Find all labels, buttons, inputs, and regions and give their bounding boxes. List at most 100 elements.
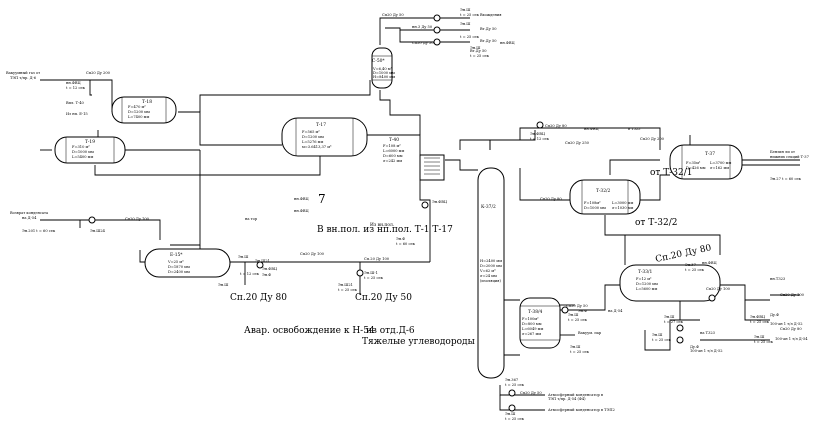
- lbl-b-n6: на Д-54: [608, 309, 623, 313]
- lbl-bot-n3: Сп20 Ду 50: [520, 391, 542, 395]
- lbl-k-n5: Сп20 Ду 80: [540, 197, 562, 201]
- t33-p2: D=1200 мм: [636, 282, 658, 286]
- t18-p1: F=470 м²: [128, 105, 146, 109]
- lbl-top-n4: t = 25 сек: [460, 35, 480, 39]
- lbl-r-n12: Эн.Ш: [664, 315, 674, 319]
- lbl-e-n5: Сп20 Ду 100: [300, 252, 325, 256]
- lbl-r-n4: нн.ФВЦ: [702, 261, 717, 265]
- t18-p3: L=7400 мм: [128, 115, 149, 119]
- c50-tag: С-50*: [372, 59, 385, 64]
- separator-c50: С-50* V=6,40 м³ D=1000 мм H=8400 мм: [371, 47, 395, 89]
- lbl-left-b2: на Д-54: [22, 216, 37, 220]
- lbl-top-n6: t = 25 сек: [470, 54, 490, 58]
- lbl-k-n3: t = 12 сек: [530, 137, 550, 141]
- lbl-left-in: Вакуумный газ от: [6, 71, 40, 75]
- lbl-left-n3: Эн.201 t = 60 сек: [22, 229, 56, 233]
- lbl-k-n9: Бензин ли от: [770, 150, 795, 154]
- lbl-e-n3: Эн.Ш21: [338, 283, 353, 287]
- t17-p1: F=565 м²: [302, 130, 320, 134]
- heat-exchanger-t17: Т-17 F=565 м² D=1200 мм L=5276 мм м=3.64…: [281, 117, 368, 157]
- lbl-top-l3: нн.3 Ду 50: [412, 25, 433, 29]
- lbl-mid-e5: Сп.20 Ду 100: [364, 257, 390, 261]
- t37-tag: Т-37: [705, 152, 715, 157]
- lbl-r-n14: Эн.Ш: [652, 333, 662, 337]
- heat-exchanger-t40: Т-40 F=108 м² L=6000 мм D=600 мм σ=242 м…: [383, 138, 445, 181]
- t33-p1: F=12 м²: [636, 277, 652, 281]
- vessel-e15: Е-15* V=25 м³ D=1870 мм D=2400 мм: [144, 248, 231, 278]
- k37-p5: (изоляция): [480, 279, 501, 283]
- lbl-bot-n7: t = 25 сек: [505, 417, 525, 421]
- t32-p2: D=1000 мм: [584, 206, 606, 210]
- t40-tag: Т-40: [389, 138, 399, 143]
- heat-exchanger-t18: Т-18 F=470 м² D=1200 мм L=7400 мм: [111, 96, 177, 124]
- lbl-b-n5: t = 25 сек: [568, 318, 588, 322]
- t19-p3: L=5400 мм: [72, 155, 93, 159]
- lbl-r-n3: t = 25 сек: [685, 268, 705, 272]
- t32-p1: F=108м²: [584, 201, 601, 205]
- lbl-mid-e3: Эн.ФВЦ: [262, 267, 277, 271]
- lbl-mid-n5: Эн.Ф: [396, 237, 405, 241]
- vessel-t33: Т-33/1 F=12 м² D=1200 мм L=5600 мм: [619, 264, 721, 302]
- piping: [40, 17, 800, 411]
- k37-p4: σ=24 мм: [480, 274, 497, 278]
- lbl-mid-e2: t = 12 сек: [240, 272, 260, 276]
- c50-p3: H=8400 мм: [373, 75, 395, 79]
- c50-p2: D=1000 мм: [373, 71, 395, 75]
- lbl-r-n2: Эн.37: [685, 263, 697, 267]
- lbl-k-n1: Сп20 Ду 80: [545, 124, 567, 128]
- t38-tag: Т-38/4: [528, 310, 542, 315]
- e15-p3: D=2400 мм: [168, 270, 190, 274]
- lbl-r-n16: Эн.Ш: [754, 335, 764, 339]
- t33-p3: L=5600 мм: [636, 287, 657, 291]
- t17-tag: Т-17: [316, 123, 326, 128]
- k37-p3: V=62 м³: [479, 269, 496, 273]
- t40-p3: D=600 мм: [383, 154, 403, 158]
- lbl-k-n7: в Т323: [628, 127, 641, 131]
- t40-p4: σ=242 мм: [383, 159, 402, 163]
- column-k37: К-37/2 H=2400 мм D=2000 мм V=62 м³ σ=24 …: [477, 167, 505, 379]
- t38-p1: F=100м²: [522, 317, 539, 321]
- lbl-left-b1: Возврат конденсата: [10, 211, 49, 215]
- t33-tag: Т-33/1: [638, 270, 652, 275]
- t18-tag: Т-18: [142, 100, 152, 105]
- lbl-top-n2: t = 25 сек: [460, 13, 480, 17]
- lbl-top-l4: Сп20 Ду 50: [412, 41, 434, 45]
- t37-p3: L=3700 мм: [710, 161, 731, 165]
- lbl-mid-n3: на тор: [245, 217, 258, 221]
- lbl-left-v2: Из нп. Е-15: [66, 112, 88, 116]
- lbl-b-n4: Эн.Ш: [568, 313, 578, 317]
- lbl-bot-n1: Эн.367: [505, 378, 519, 382]
- lbl-bot-n5: ТЭП т/пр. Д-54 (Ф4): [548, 397, 586, 401]
- lbl-bot-n4: Атмосферный конденсатор в: [548, 393, 603, 397]
- t17-p3: L=5276 мм: [302, 140, 323, 144]
- lbl-b-n2: Вакуум. пар: [578, 331, 602, 335]
- heat-exchanger-t37: Т-37 F=35м² D=426 мм L=3700 мм σ=162 мм: [669, 144, 743, 180]
- lbl-mid-e4: Эн.Ф: [262, 273, 271, 277]
- t38-p2: D=800 мм: [522, 322, 542, 326]
- heat-exchanger-t19: Т-19 F=310 м² D=1000 мм L=5400 мм: [54, 136, 126, 164]
- t19-p1: F=310 м²: [72, 145, 90, 149]
- lbl-top-l2: Вхождения: [480, 13, 502, 17]
- lbl-left-n1: нн.ФВЦ: [66, 81, 81, 85]
- lbl-e-n4: t = 25 сек: [338, 288, 358, 292]
- t38-p3: L=6049 мм: [522, 327, 543, 331]
- lbl-left-b3: Сп20 Ду 100: [125, 217, 150, 221]
- k37-p1: H=2400 мм: [480, 259, 502, 263]
- lbl-b-n8: t = 25 сек: [570, 350, 590, 354]
- lbl-r-n5: нн.Т323: [770, 277, 786, 281]
- lbl-left-n4: Эн.Ш24: [90, 229, 106, 233]
- lbl-mid-n2: нн.ФВЦ: [294, 209, 309, 213]
- e15-p2: D=1870 мм: [168, 265, 190, 269]
- lbl-mid-e7: t = 25 сек: [364, 276, 384, 280]
- lbl-mid-n1: нн.ФВЦ: [294, 197, 309, 201]
- hand-h10: Авар. освобождение к Н-54: [244, 325, 375, 336]
- lbl-top-n3: Эн.Ш: [460, 22, 470, 26]
- hand-h9: от Т-32/2: [635, 218, 678, 228]
- hand-h12: Тяжелые углеводороды: [362, 337, 475, 347]
- lbl-mid-n4: Эн.ФВЦ: [432, 200, 447, 204]
- t37-p4: σ=162 мм: [710, 166, 729, 170]
- lbl-r-n13: t = 27 сек: [664, 320, 684, 324]
- c50-p1: V=6,40 м³: [372, 67, 393, 71]
